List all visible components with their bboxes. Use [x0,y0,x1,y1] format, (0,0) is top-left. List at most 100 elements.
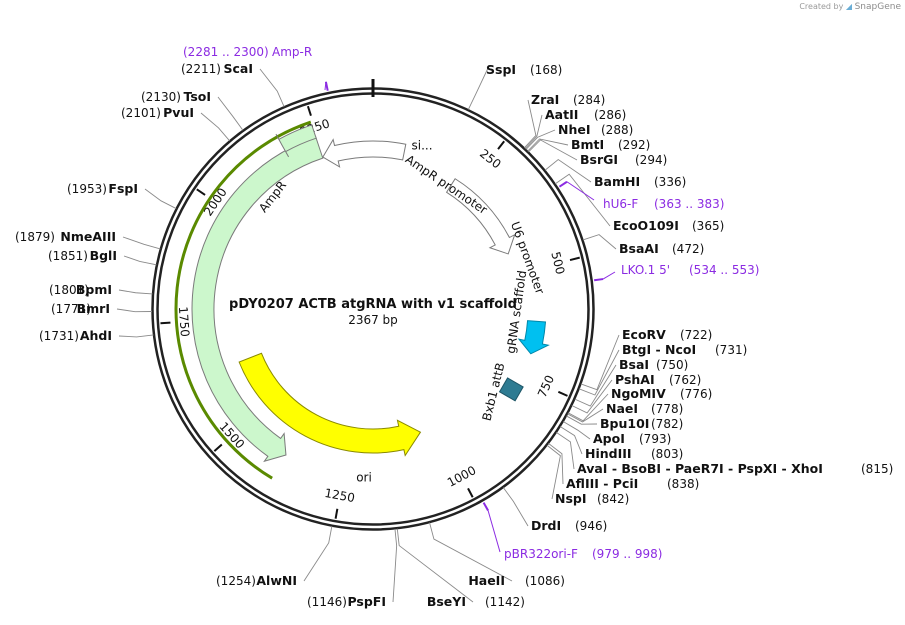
feature-grna-scaffold[interactable] [517,320,550,355]
enzyme-leader-nspi [546,444,561,500]
enzyme-leader-haeii [429,522,513,582]
tick-mark [557,390,568,397]
primer-label-hu6-f[interactable]: hU6-F [603,197,638,211]
enzyme-label-bpu10i[interactable]: Bpu10I [600,416,649,431]
enzyme-label-ahdi[interactable]: AhdI [80,328,112,343]
primer-label-amp-r[interactable]: Amp-R [272,45,312,59]
enzyme-position-bsai: (750) [656,358,688,372]
enzyme-position-sspi: (168) [530,63,562,77]
enzyme-leader-bsrgi [528,139,578,161]
enzyme-label-bsaai[interactable]: BsaAI [619,241,659,256]
tick-label: 250 [477,146,504,171]
tick-mark [334,508,339,519]
enzyme-leader-ecoo109i [554,173,611,227]
tick-mark [569,256,580,262]
primer-leader-hu6-f [566,181,595,201]
enzyme-position-afliii-pcii: (838) [667,477,699,491]
tick-label: 1750 [176,306,192,337]
enzyme-leader-bsai [574,364,617,407]
tick-label: 1250 [323,486,356,505]
enzyme-position-zrai: (284) [573,93,605,107]
enzyme-label-bamhi[interactable]: BamHI [594,174,640,189]
enzyme-position-scai: (2211) [181,62,221,76]
enzyme-label-pshai[interactable]: PshAI [615,372,655,387]
enzyme-leader-ecorv [580,334,620,391]
enzyme-label-ecorv[interactable]: EcoRV [622,327,666,342]
enzyme-label-bmti[interactable]: BmtI [571,137,604,152]
enzyme-label-apoi[interactable]: ApoI [593,431,625,446]
enzyme-label-sspi[interactable]: SspI [486,62,516,77]
enzyme-label-naei[interactable]: NaeI [606,401,638,416]
enzyme-position-nmeaiii: (1879) [15,230,55,244]
enzyme-leader-pshai [571,379,613,414]
tick-mark [160,321,171,325]
primer-label-lko-1-5[interactable]: LKO.1 5' [621,263,670,277]
enzyme-label-nhei[interactable]: NheI [558,122,591,137]
enzyme-position-avai-bsobi-paer7i-pspxi-xhoi: (815) [861,462,893,476]
feature-bxb1-attb[interactable] [498,377,524,402]
primer-range-pbr322ori-f: (979 .. 998) [592,547,662,561]
enzyme-label-btgi-ncoi[interactable]: BtgI - NcoI [622,342,696,357]
primer-mark-pbr322ori-f [482,502,489,511]
enzyme-position-bseyi: (1142) [485,595,525,609]
enzyme-label-bsrgi[interactable]: BsrGI [580,152,618,167]
enzyme-leader-naei [567,408,604,423]
primer-leader-amp-r [324,81,327,91]
primer-label-pbr322ori-f[interactable]: pBR322ori-F [504,547,578,561]
enzyme-position-alwni: (1254) [216,574,256,588]
enzyme-leader-btgi-ncoi [578,349,620,396]
enzyme-label-drdi[interactable]: DrdI [531,518,561,533]
enzyme-leader-bamhi [544,158,592,183]
enzyme-leader-alwni [303,526,333,582]
enzyme-label-bmri[interactable]: BmrI [77,301,110,316]
enzyme-label-scai[interactable]: ScaI [224,61,254,76]
feature-signal-sequence[interactable] [275,124,317,158]
enzyme-label-bseyi[interactable]: BseYI [427,594,466,609]
map-center: pDY0207 ACTB atgRNA with v1 scaffold 236… [229,297,517,327]
enzyme-position-drdi: (946) [575,519,607,533]
feature-ori[interactable] [238,352,422,457]
enzyme-leader-bmti [527,138,569,152]
enzyme-label-zrai[interactable]: ZraI [531,92,559,107]
feature-u6-promoter[interactable] [445,178,516,255]
enzyme-label-tsoi[interactable]: TsoI [183,89,211,104]
enzyme-leader-afliii-pcii [548,443,564,485]
enzyme-label-nspi[interactable]: NspI [555,491,587,506]
feature-label-signal: si... [411,139,432,153]
primer-leader-lko-1-5 [602,271,616,280]
snapgene-logo-icon: ◢ [845,2,853,11]
enzyme-label-haeii[interactable]: HaeII [468,573,505,588]
enzyme-label-pvui[interactable]: PvuI [163,105,194,120]
enzyme-leader-sspi [467,65,490,110]
enzyme-label-afliii-pcii[interactable]: AflIII - PciI [566,476,638,491]
tick-label: 500 [548,250,567,276]
enzyme-position-bpmi: (1801) [49,283,89,297]
enzyme-leader-tsoi [217,96,244,131]
enzyme-leader-drdi [502,487,529,527]
enzyme-leader-bseyi [396,528,474,603]
enzyme-label-bpmi[interactable]: BpmI [76,282,112,297]
enzyme-label-bsai[interactable]: BsaI [619,357,649,372]
enzyme-label-hindiii[interactable]: HindIII [585,446,632,461]
enzyme-label-aatii[interactable]: AatII [545,107,578,122]
enzyme-label-pspfi[interactable]: PspFI [347,594,386,609]
enzyme-label-ngomiv[interactable]: NgoMIV [611,386,666,401]
enzyme-label-fspi[interactable]: FspI [108,181,138,196]
enzyme-label-alwni[interactable]: AlwNI [256,573,297,588]
enzyme-position-bmri: (1771) [51,302,91,316]
enzyme-label-nmeaiii[interactable]: NmeAIII [60,229,116,244]
enzyme-position-fspi: (1953) [67,182,107,196]
enzyme-label-ecoo109i[interactable]: EcoO109I [613,218,679,233]
enzyme-leader-scai [259,68,285,107]
enzyme-position-tsoi: (2130) [141,90,181,104]
snapgene-credit: Created by ◢ SnapGene [799,2,901,12]
enzyme-position-bsrgi: (294) [635,153,667,167]
primer-mark-lko-1-5 [594,278,604,282]
enzyme-position-nhei: (288) [601,123,633,137]
enzyme-label-bgli[interactable]: BglI [90,248,117,263]
enzyme-label-avai-bsobi-paer7i-pspxi-xhoi[interactable]: AvaI - BsoBI - PaeR7I - PspXI - XhoI [577,461,823,476]
credit-prefix: Created by [799,2,844,11]
feature-ampr-promoter[interactable] [322,138,407,168]
enzyme-position-apoi: (793) [639,432,671,446]
